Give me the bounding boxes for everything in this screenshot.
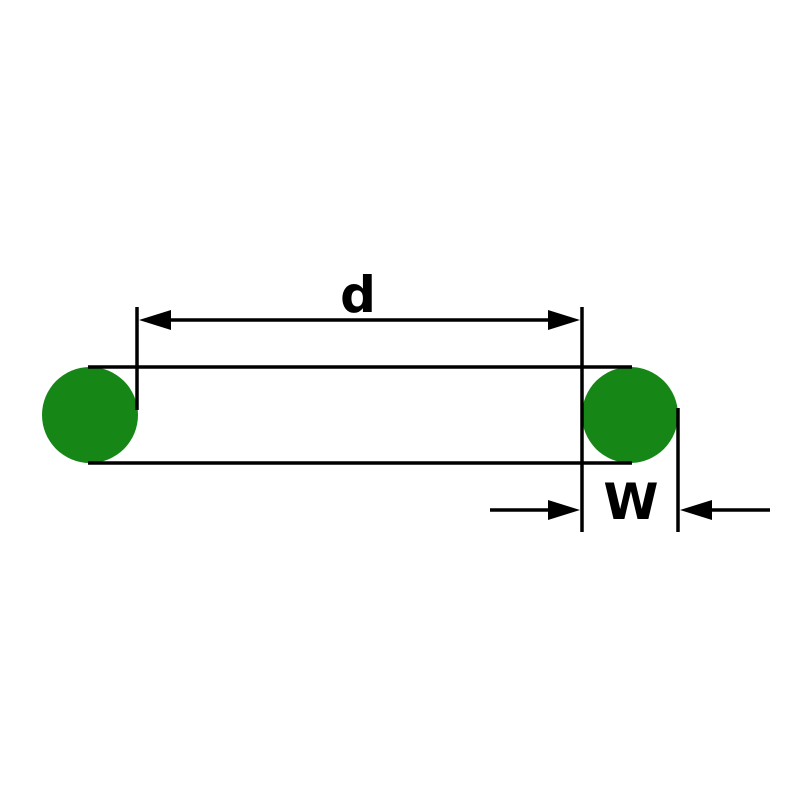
w-left-arrowhead-icon [548, 500, 580, 520]
right-cross-section-circle [582, 367, 678, 463]
left-cross-section-circle [42, 367, 138, 463]
cross-section-width-label: W [603, 473, 658, 531]
d-right-arrowhead-icon [548, 310, 580, 330]
w-right-arrowhead-icon [680, 500, 712, 520]
inner-diameter-label: d [340, 266, 376, 324]
d-left-arrowhead-icon [139, 310, 171, 330]
